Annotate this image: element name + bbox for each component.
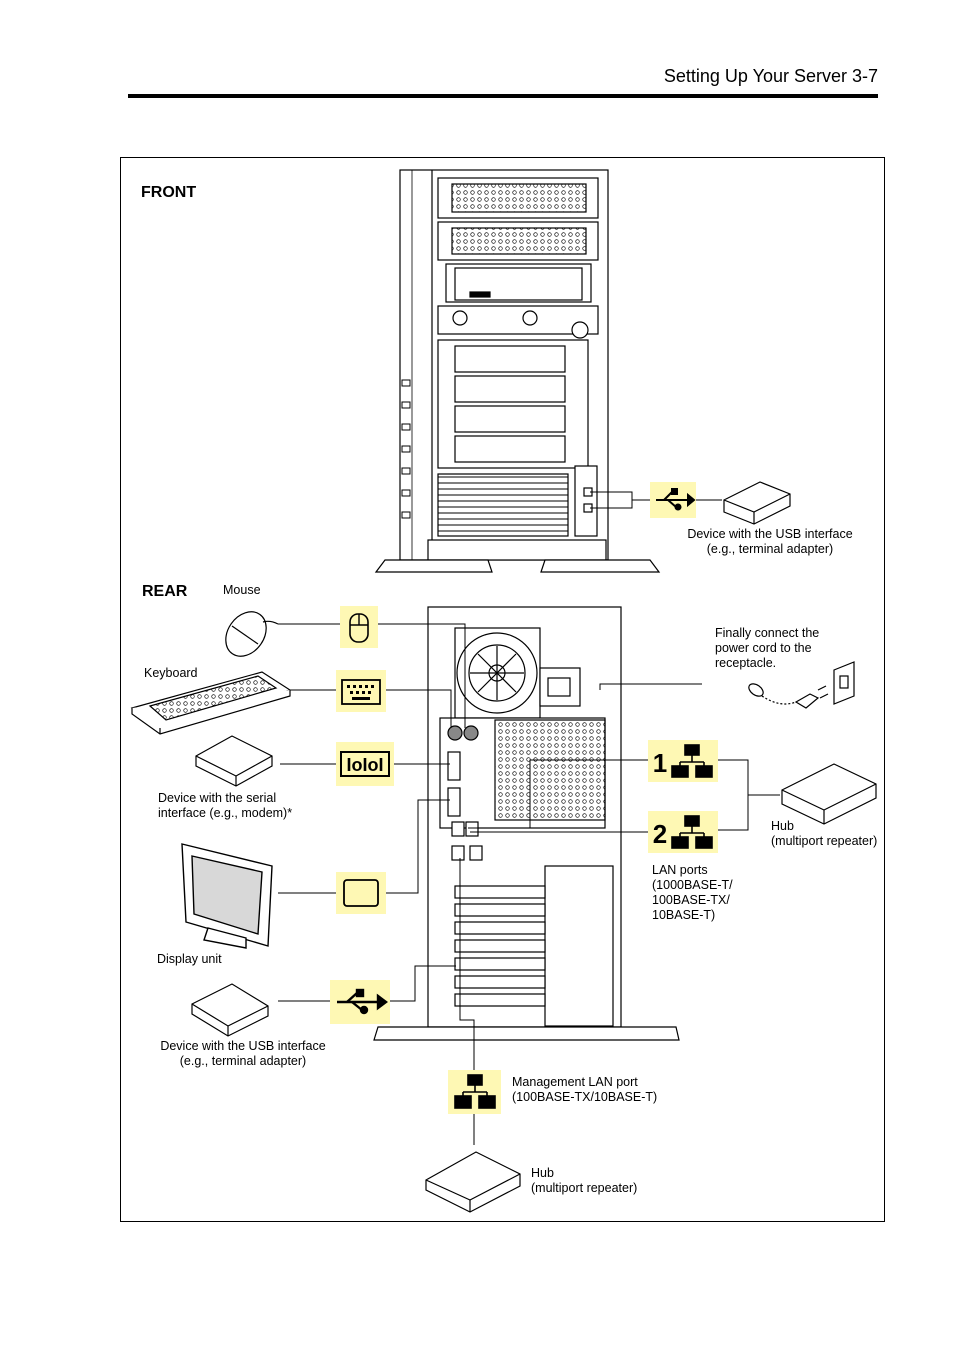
display-device <box>181 843 273 949</box>
lan-ports-label: LAN ports (1000BASE-T/ 100BASE-TX/ 10BAS… <box>652 863 733 922</box>
display-label: Display unit <box>157 952 222 966</box>
front-usb-device <box>723 481 791 525</box>
mouse-label: Mouse <box>223 583 261 597</box>
usb-icon <box>650 482 696 518</box>
server-front <box>374 169 661 573</box>
lan-icon: 1 <box>648 740 718 782</box>
rear-connection-lines <box>278 623 780 1145</box>
page-header: Setting Up Your Server 3-7 <box>128 60 878 98</box>
lan-icon: 2 <box>648 811 718 853</box>
keyboard-label: Keyboard <box>144 666 198 680</box>
management-lan-label: Management LAN port (100BASE-TX/10BASE-T… <box>512 1075 658 1104</box>
power-cord-label: Finally connect the power cord to the re… <box>715 626 820 670</box>
lan-icon <box>448 1070 501 1114</box>
mouse-port-icon <box>340 606 378 648</box>
power-cord <box>748 661 855 709</box>
usb-icon <box>330 980 390 1024</box>
front-usb-device-label: Device with the USB interface (e.g., ter… <box>687 527 853 556</box>
hub-right-device <box>781 763 877 825</box>
svg-text:IoIoI: IoIoI <box>347 755 384 775</box>
display-port-icon <box>336 872 386 914</box>
hub-bottom-label: Hub (multiport repeater) <box>531 1166 638 1195</box>
figure-frame <box>120 157 885 1222</box>
rear-usb-device-label: Device with the USB interface (e.g., ter… <box>160 1039 326 1068</box>
front-usb-connection <box>590 491 722 509</box>
hub-right-label: Hub (multiport repeater) <box>771 819 878 848</box>
mouse-device <box>225 611 279 657</box>
header-rule <box>128 94 878 98</box>
front-section-label: FRONT <box>141 184 197 201</box>
svg-text:1: 1 <box>653 748 667 778</box>
keyboard-device <box>130 671 292 735</box>
server-rear <box>373 606 680 1041</box>
rear-usb-device <box>191 983 269 1037</box>
rear-section-label: REAR <box>142 583 188 600</box>
svg-text:2: 2 <box>653 819 667 849</box>
serial-port-icon: IoIoI <box>336 742 394 786</box>
keyboard-port-icon <box>336 670 386 712</box>
serial-device <box>195 735 273 787</box>
serial-device-label: Device with the serial interface (e.g., … <box>158 791 293 820</box>
page-title: Setting Up Your Server 3-7 <box>663 66 878 86</box>
hub-bottom-device <box>425 1151 521 1213</box>
